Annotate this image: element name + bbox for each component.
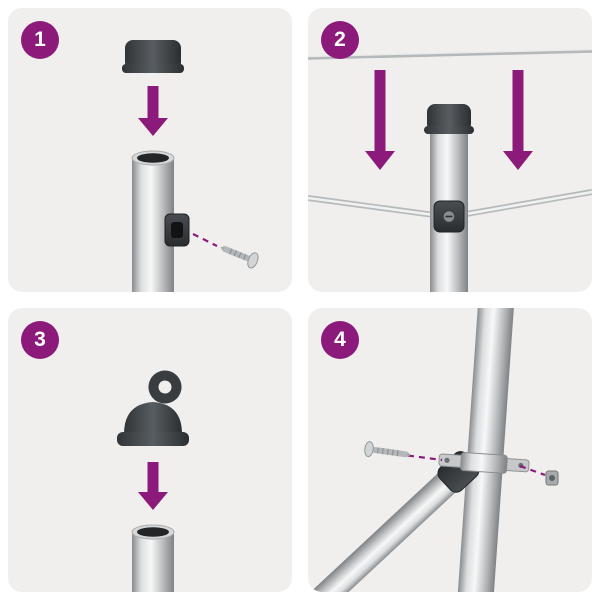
step-number-1: 1 [34,28,46,51]
screw-icon [364,441,411,458]
pole-icon [131,524,175,592]
cable-clamp-icon [433,200,465,233]
cable-clamp-icon [164,213,190,247]
capped-pole-icon [424,104,474,292]
down-arrow-icon [138,462,168,510]
pole-icon [457,308,515,592]
screw-icon [220,245,259,269]
top-wire-icon [308,49,592,60]
step3-illustration [117,370,189,592]
step4-illustration [308,308,559,592]
left-screw-guide-line [407,454,443,462]
end-cap-icon [122,40,184,73]
step-panel-2: 2 [308,8,592,292]
step-badge-4: 4 [321,321,359,359]
step1-illustration [122,40,259,292]
pole-clamp-icon [438,452,530,474]
step-panel-1: 1 [8,8,292,292]
step-number-3: 3 [34,328,46,351]
screw-guide-line [192,233,218,247]
right-bolt-guide-line [519,464,546,477]
down-arrow-icon [138,86,168,136]
step-number-2: 2 [334,28,346,51]
step-badge-3: 3 [21,321,59,359]
step-panel-4: 4 [308,308,592,592]
eyelet-cap-icon [117,370,189,446]
step-number-4: 4 [334,328,346,351]
down-arrow-left-icon [365,70,395,170]
step2-illustration [308,49,592,292]
hex-bolt-icon [545,470,559,486]
step-panel-3: 3 [8,308,292,592]
diagonal-brace-icon [308,451,480,592]
step-badge-2: 2 [321,21,359,59]
down-arrow-right-icon [503,70,533,170]
step-badge-1: 1 [21,21,59,59]
